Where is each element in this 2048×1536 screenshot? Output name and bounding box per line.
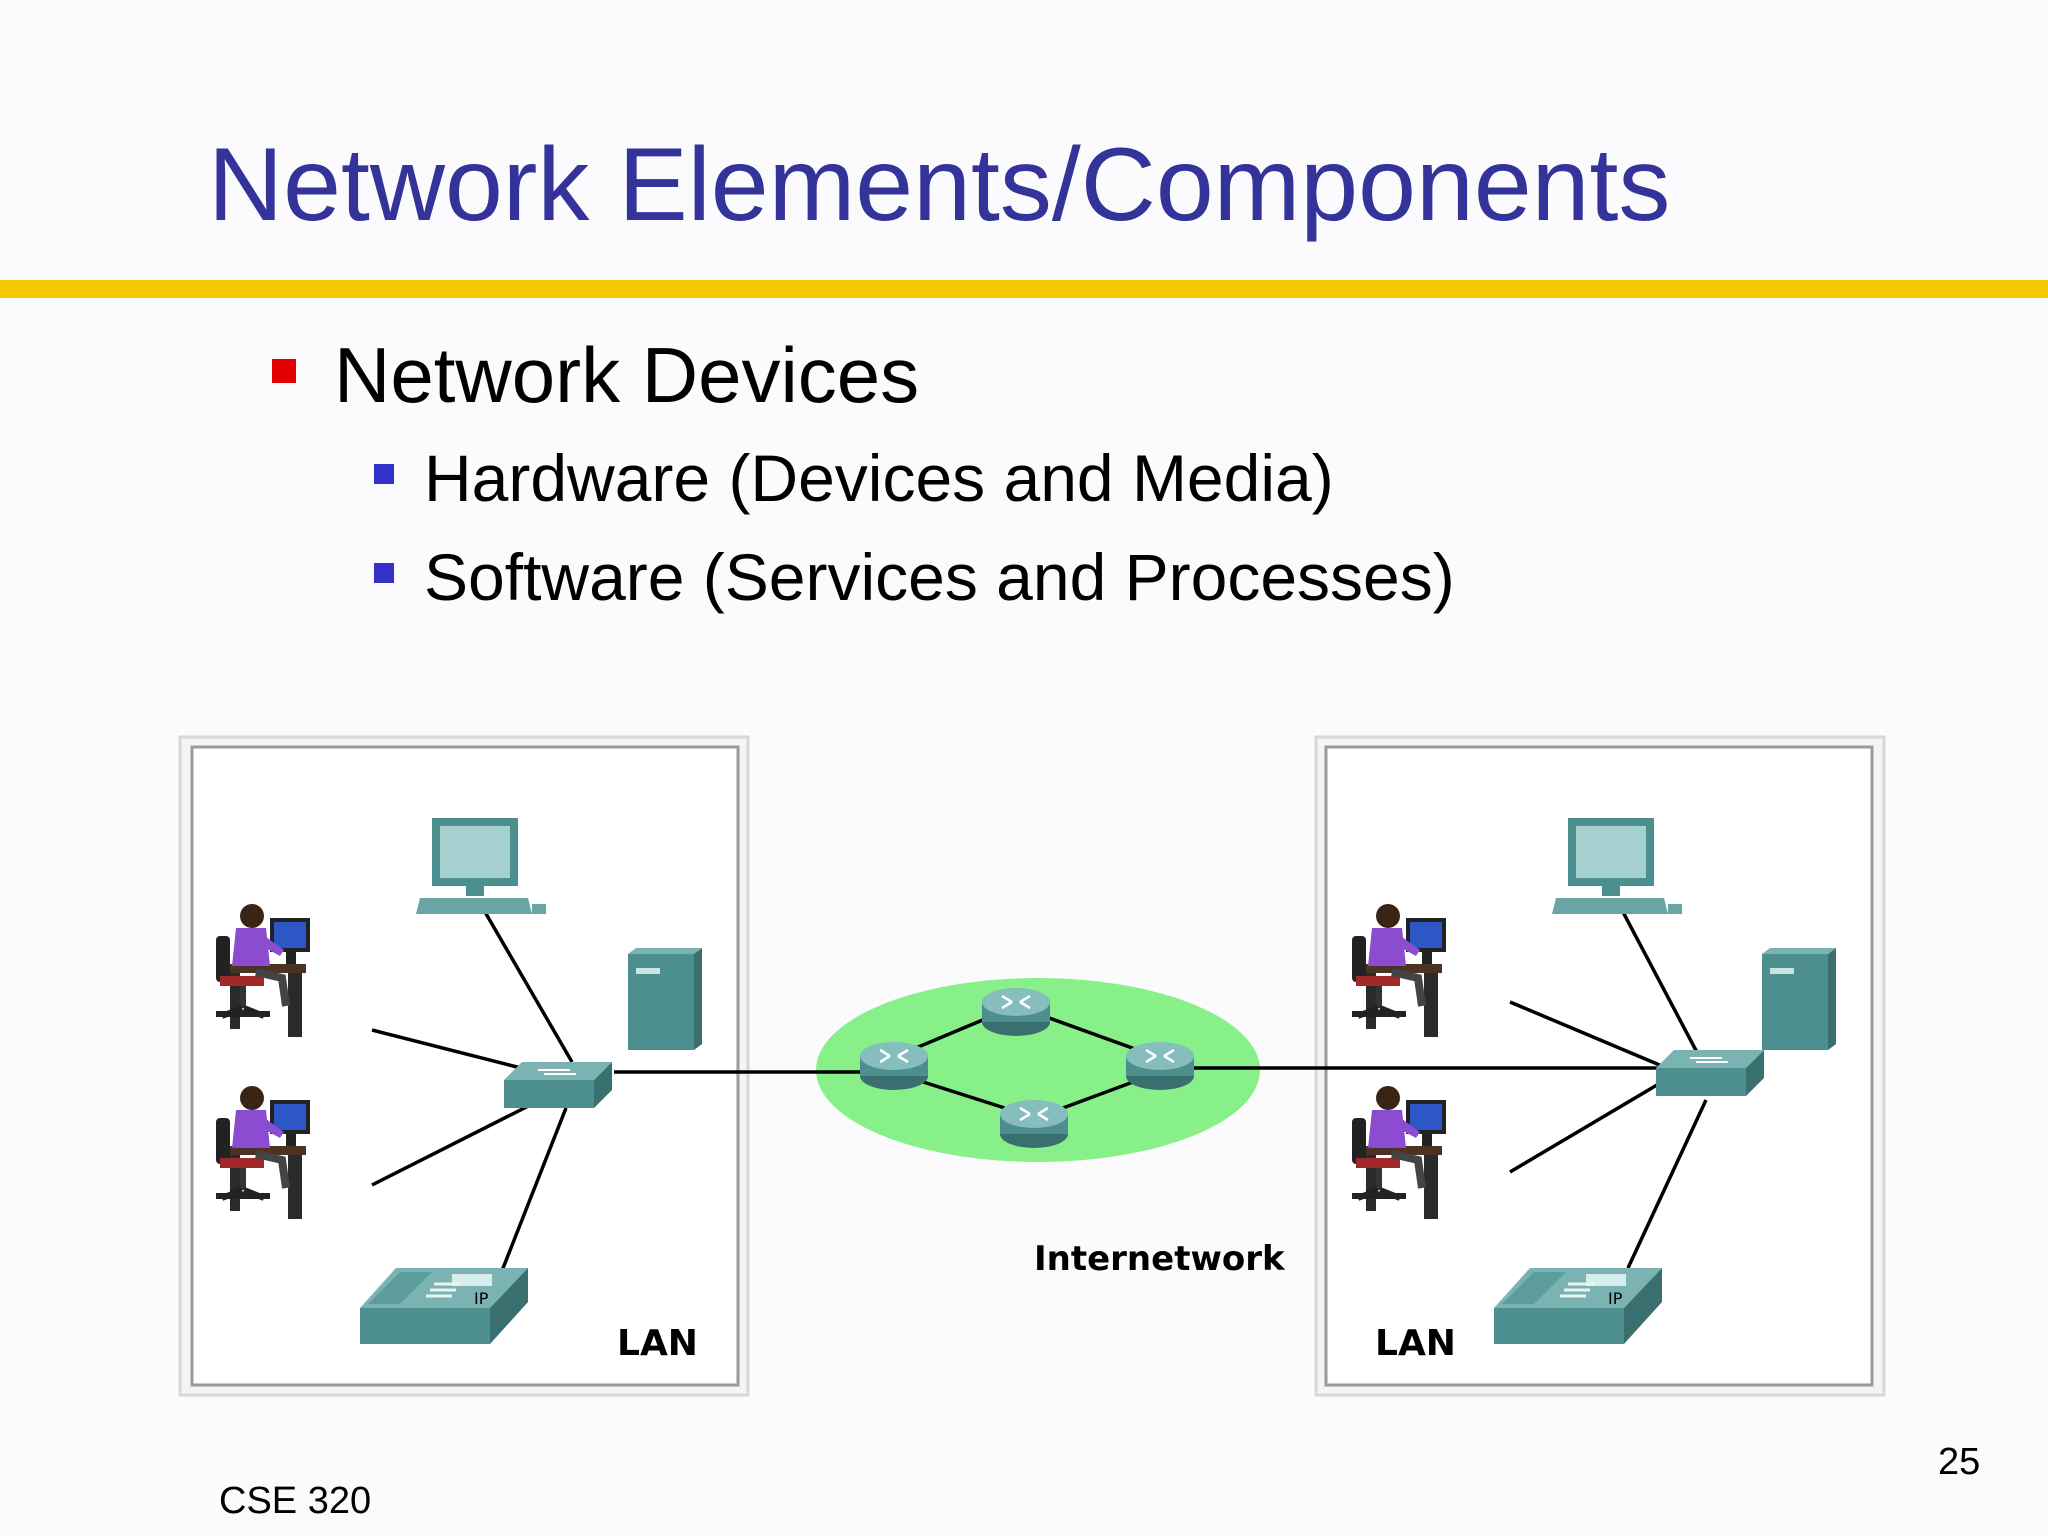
server-icon	[628, 948, 702, 1050]
internetwork-cloud	[816, 978, 1260, 1162]
bullet-text: Software (Services and Processes)	[424, 540, 1455, 614]
internetwork-label: Internetwork	[1034, 1239, 1286, 1279]
footer-course: CSE 320	[219, 1480, 372, 1522]
server-icon	[1762, 948, 1836, 1050]
switch-icon	[1655, 1049, 1765, 1097]
switch-icon	[503, 1061, 613, 1109]
lan-left-label: LAN	[617, 1323, 698, 1364]
bullet-text: Network Devices	[334, 331, 920, 419]
router-icon	[858, 1040, 930, 1092]
lan-right-label: LAN	[1375, 1323, 1456, 1364]
title-rule	[0, 280, 2048, 298]
bullet-text: Hardware (Devices and Media)	[424, 441, 1334, 515]
router-icon	[1124, 1040, 1196, 1092]
page-number: 25	[1938, 1441, 1981, 1483]
slide-title: Network Elements/Components	[208, 127, 1671, 243]
router-icon	[980, 986, 1052, 1038]
red-square-bullet-icon	[272, 359, 296, 383]
blue-square-bullet-icon	[374, 563, 394, 583]
blue-square-bullet-icon	[374, 464, 394, 484]
router-icon	[998, 1098, 1070, 1150]
